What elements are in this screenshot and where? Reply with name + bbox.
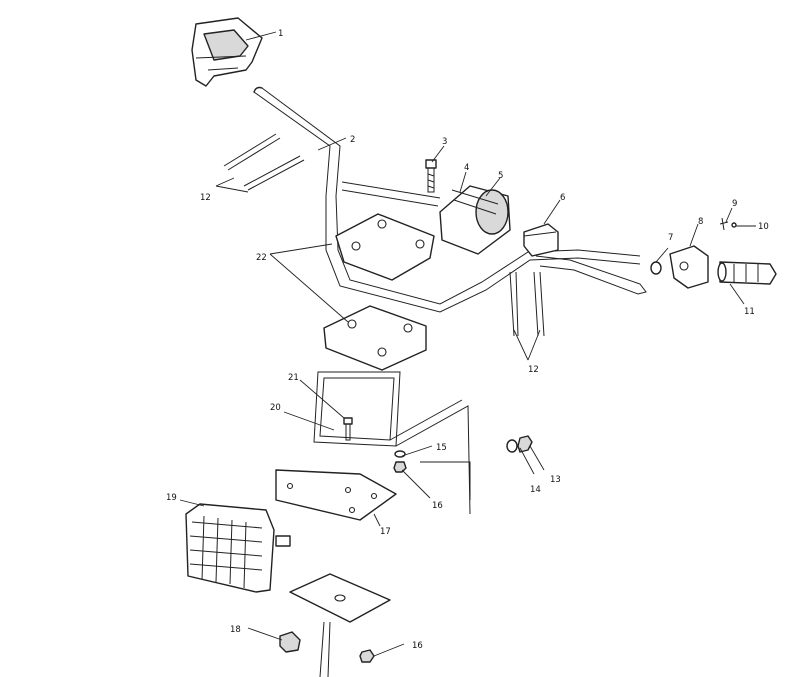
callout-20: 20 (270, 403, 281, 413)
part-11-grip (717, 261, 777, 285)
part-18-connector (279, 631, 301, 653)
part-16-lower-nut (359, 649, 375, 663)
part-17-mounting-plate (275, 469, 397, 521)
headlight-mount-plate (289, 573, 391, 677)
part-2-handlebar (253, 86, 641, 313)
callout-4: 4 (464, 163, 469, 173)
part-4-5-throttle-housing (439, 185, 511, 255)
callout-14: 14 (530, 485, 541, 495)
part-1-handlebar-cover (191, 17, 263, 87)
callout-8: 8 (698, 217, 703, 227)
part-20-headlight-bracket (313, 371, 471, 515)
callout-7: 7 (668, 233, 673, 243)
callout-11: 11 (744, 307, 755, 317)
part-22-lower-clamp (323, 305, 427, 371)
part-22-upper-clamp (335, 213, 435, 281)
callout-15: 15 (436, 443, 447, 453)
part-15-16-hardware (393, 450, 407, 473)
callout-2: 2 (350, 135, 355, 145)
callout-16-lower: 16 (412, 641, 423, 651)
part-3-bolt (425, 159, 437, 193)
callout-numbers: 1 2 3 4 5 6 7 8 9 10 11 12 12 13 14 15 1… (166, 29, 769, 651)
part-19-headlight (185, 503, 291, 593)
callout-18: 18 (230, 625, 241, 635)
part-6-clamp (523, 223, 559, 257)
callout-5: 5 (498, 171, 503, 181)
callout-12-lower: 12 (528, 365, 539, 375)
callout-6: 6 (560, 193, 565, 203)
brake-lever (535, 255, 647, 295)
part-8-switch-housing (669, 245, 709, 289)
callout-17: 17 (380, 527, 391, 537)
callout-13: 13 (550, 475, 561, 485)
callout-10: 10 (758, 222, 769, 232)
part-13-14-hardware (506, 435, 533, 453)
callout-21: 21 (288, 373, 299, 383)
part-12-cable-ties (223, 133, 545, 337)
callout-9: 9 (732, 199, 737, 209)
callout-22: 22 (256, 253, 267, 263)
callout-1: 1 (278, 29, 283, 39)
callout-3: 3 (442, 137, 447, 147)
part-21-bolt (343, 417, 353, 441)
callout-19: 19 (166, 493, 177, 503)
part-7-spacer (650, 261, 662, 275)
callout-12-upper: 12 (200, 193, 211, 203)
callout-16-upper: 16 (432, 501, 443, 511)
leader-lines (179, 31, 756, 657)
part-9-10-screws (719, 217, 737, 231)
